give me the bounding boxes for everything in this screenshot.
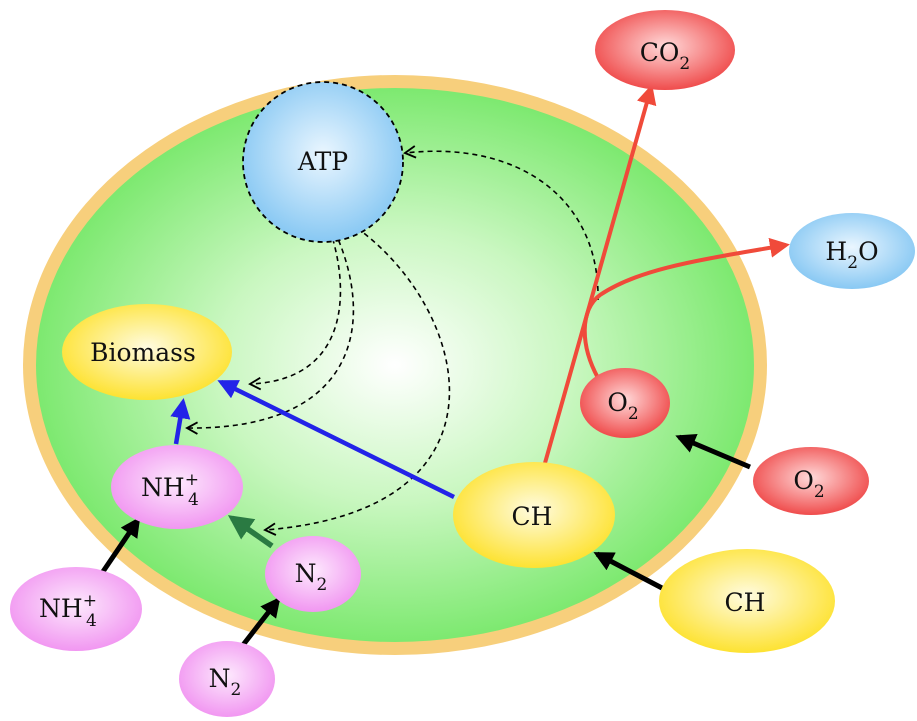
node-biomass: Biomass: [62, 304, 232, 400]
node-nh4-in: NH+4: [111, 445, 243, 529]
dashed-path-atp-to-biomass-2: [185, 231, 355, 435]
arrow-o2-to-h2o: [582, 237, 790, 379]
o2-out-base: O: [793, 466, 814, 495]
node-co2-out: CO2: [595, 10, 735, 90]
uptake-arrows: [97, 434, 751, 647]
h2o-tail: O: [858, 237, 879, 266]
svg-text:CO2: CO2: [640, 38, 690, 74]
respiration-arrows: [543, 84, 790, 464]
ch-in-label: CH: [512, 502, 553, 531]
n2-in-sub: 2: [317, 575, 328, 595]
svg-text:NH+4: NH+4: [141, 470, 199, 510]
dashed-path-ch-to-atp: [403, 145, 599, 301]
node-o2-in: O2: [580, 368, 670, 438]
nh4-out-base: NH: [39, 594, 83, 623]
svg-text:N2: N2: [295, 559, 328, 595]
node-o2-out: O2: [753, 447, 869, 515]
arrow-ch-to-co2: [543, 84, 657, 464]
co2-base: CO: [640, 38, 680, 67]
svg-text:H2O: H2O: [825, 237, 878, 273]
o2-out-sub: 2: [814, 482, 825, 502]
node-n2-out: N2: [179, 641, 275, 717]
n2-out-sub: 2: [231, 680, 242, 700]
node-atp: ATP: [242, 81, 404, 243]
h2o-sub: 2: [847, 253, 858, 273]
arrow-o2-uptake: [675, 434, 751, 470]
atp-dashed-pathways: [185, 145, 599, 536]
arrow-nh4-uptake: [97, 516, 141, 578]
node-nh4-out: NH+4: [10, 567, 142, 651]
svg-text:O2: O2: [793, 466, 824, 502]
arrow-n2-uptake: [241, 596, 281, 647]
o2-in-sub: 2: [628, 404, 639, 424]
nh4-out-sub: 4: [86, 611, 97, 631]
atp-label: ATP: [297, 147, 348, 176]
arrow-ch-uptake: [593, 551, 664, 591]
svg-text:O2: O2: [607, 388, 638, 424]
node-h2o-out: H2O: [789, 213, 915, 289]
node-ch-in: CH: [453, 462, 615, 568]
co2-sub: 2: [679, 54, 690, 74]
nh4-in-sub: 4: [188, 490, 199, 510]
svg-text:N2: N2: [209, 664, 242, 700]
n2-in-base: N: [295, 559, 317, 588]
ch-out-label: CH: [725, 588, 766, 617]
dashed-path-atp-to-biomass-1: [248, 229, 342, 391]
assimilation-arrows: [170, 379, 455, 500]
nh4-in-sup: +: [185, 470, 199, 490]
nh4-out-sup: +: [83, 591, 97, 611]
arrow-ch-to-biomass: [217, 379, 455, 500]
node-ch-out: CH: [659, 549, 835, 653]
h2o-base: H: [825, 237, 847, 266]
nh4-in-base: NH: [141, 473, 185, 502]
svg-text:NH+4: NH+4: [39, 591, 97, 631]
arrow-nh4-to-biomass: [170, 398, 191, 445]
o2-in-base: O: [607, 388, 628, 417]
n2-out-base: N: [209, 664, 231, 693]
biomass-label: Biomass: [90, 338, 196, 367]
arrow-n2-to-nh4: [227, 515, 274, 549]
node-n2-in: N2: [265, 536, 361, 612]
